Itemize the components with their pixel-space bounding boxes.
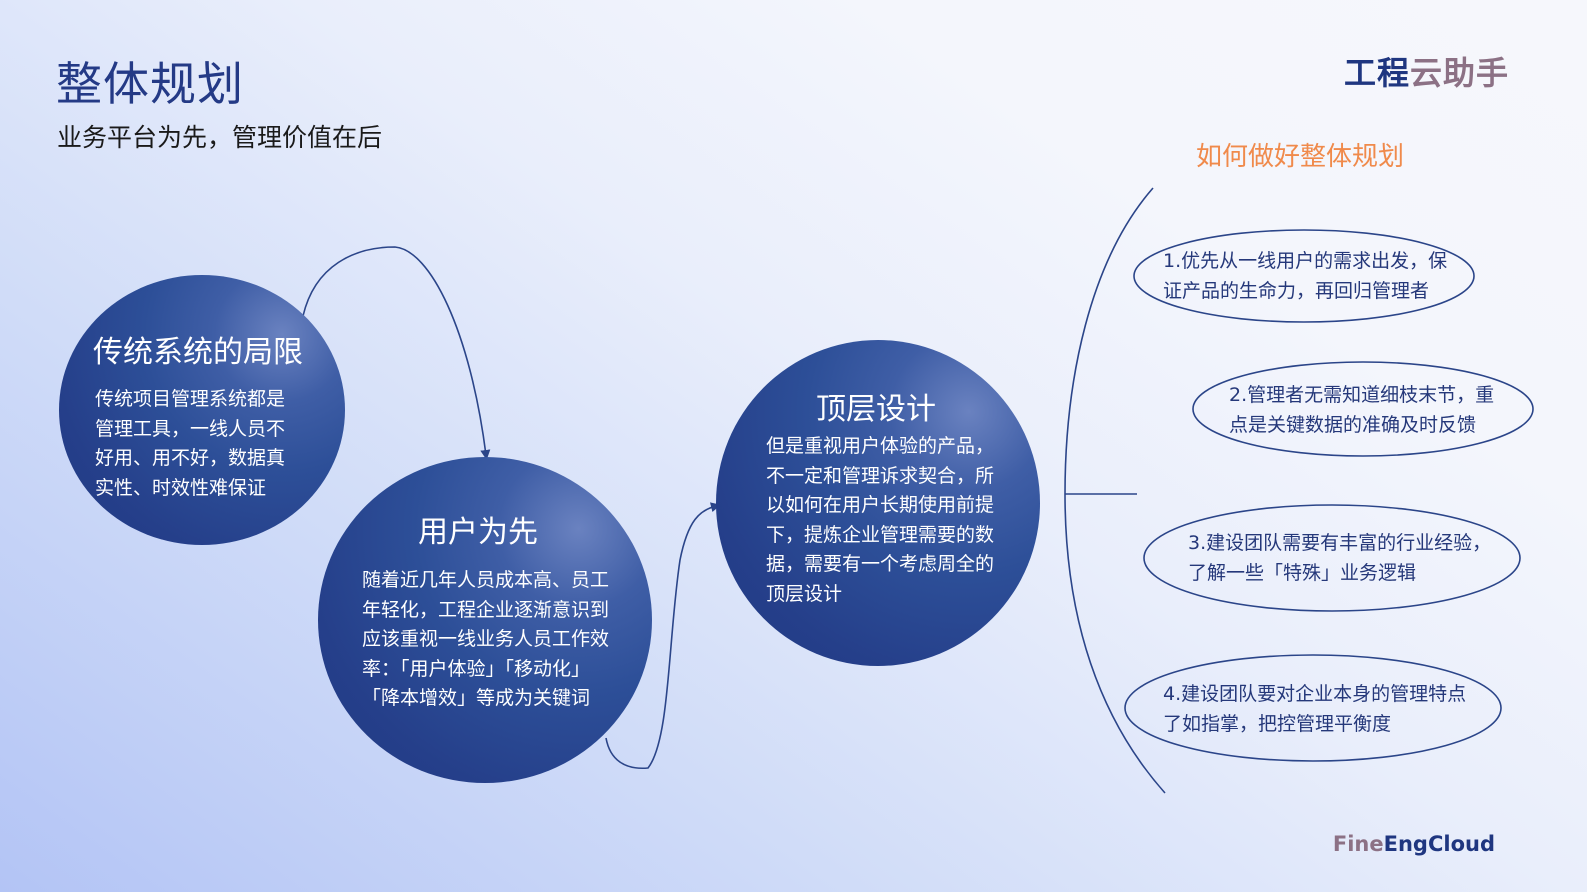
brand-logo-part1: 工程 [1343, 54, 1410, 92]
oval-2 [1192, 361, 1534, 457]
arrow-circle1-to-circle2 [302, 246, 491, 460]
brand-logo: 工程云助手 [1344, 48, 1509, 94]
circle-title: 顶层设计 [816, 392, 936, 427]
footer-logo: FineEngCloud [1333, 832, 1495, 856]
circle-title: 用户为先 [418, 515, 538, 550]
circle-body: 随着近几年人员成本高、员工 年轻化，工程企业逐渐意识到 应该重视一线业务人员工作… [362, 569, 610, 709]
circle-user-first: 用户为先 随着近几年人员成本高、员工 年轻化，工程企业逐渐意识到 应该重视一线业… [318, 457, 652, 783]
oval-text-2: 2.管理者无需知道细枝末节，重 点是关键数据的准确及时反馈 [1229, 384, 1495, 436]
circle-body: 但是重视用户体验的产品， 不一定和管理诉求契合，所 以如何在用户长期使用前提 下… [766, 435, 995, 605]
oval-text-3: 3.建设团队需要有丰富的行业经验， 了解一些「特殊」业务逻辑 [1188, 532, 1492, 584]
oval-1 [1133, 229, 1475, 323]
brand-logo-part2: 云助手 [1409, 54, 1509, 92]
oval-4 [1124, 654, 1502, 762]
bracket-curve [1064, 187, 1166, 794]
circle-top-level-design: 顶层设计 但是重视用户体验的产品， 不一定和管理诉求契合，所 以如何在用户长期使… [716, 340, 1040, 666]
arrow-circle2-to-circle3 [605, 502, 721, 769]
circle-traditional-limits: 传统系统的局限 传统项目管理系统都是 管理工具，一线人员不 好用、用不好，数据真… [59, 275, 345, 545]
oval-text-4: 4.建设团队要对企业本身的管理特点 了如指掌，把控管理平衡度 [1163, 683, 1467, 735]
footer-logo-part2: EngCloud [1383, 832, 1495, 856]
footer-logo-part1: Fine [1332, 832, 1384, 856]
oval-text-1: 1.优先从一线用户的需求出发，保 证产品的生命力，再回归管理者 [1163, 250, 1448, 302]
page-title: 整体规划 [56, 57, 244, 111]
section-title: 如何做好整体规划 [1196, 142, 1405, 172]
page-subtitle: 业务平台为先，管理价值在后 [57, 123, 383, 152]
circle-title: 传统系统的局限 [93, 335, 303, 370]
oval-3 [1143, 504, 1521, 612]
circle-body: 传统项目管理系统都是 管理工具，一线人员不 好用、用不好，数据真 实性、时效性难… [95, 388, 286, 499]
